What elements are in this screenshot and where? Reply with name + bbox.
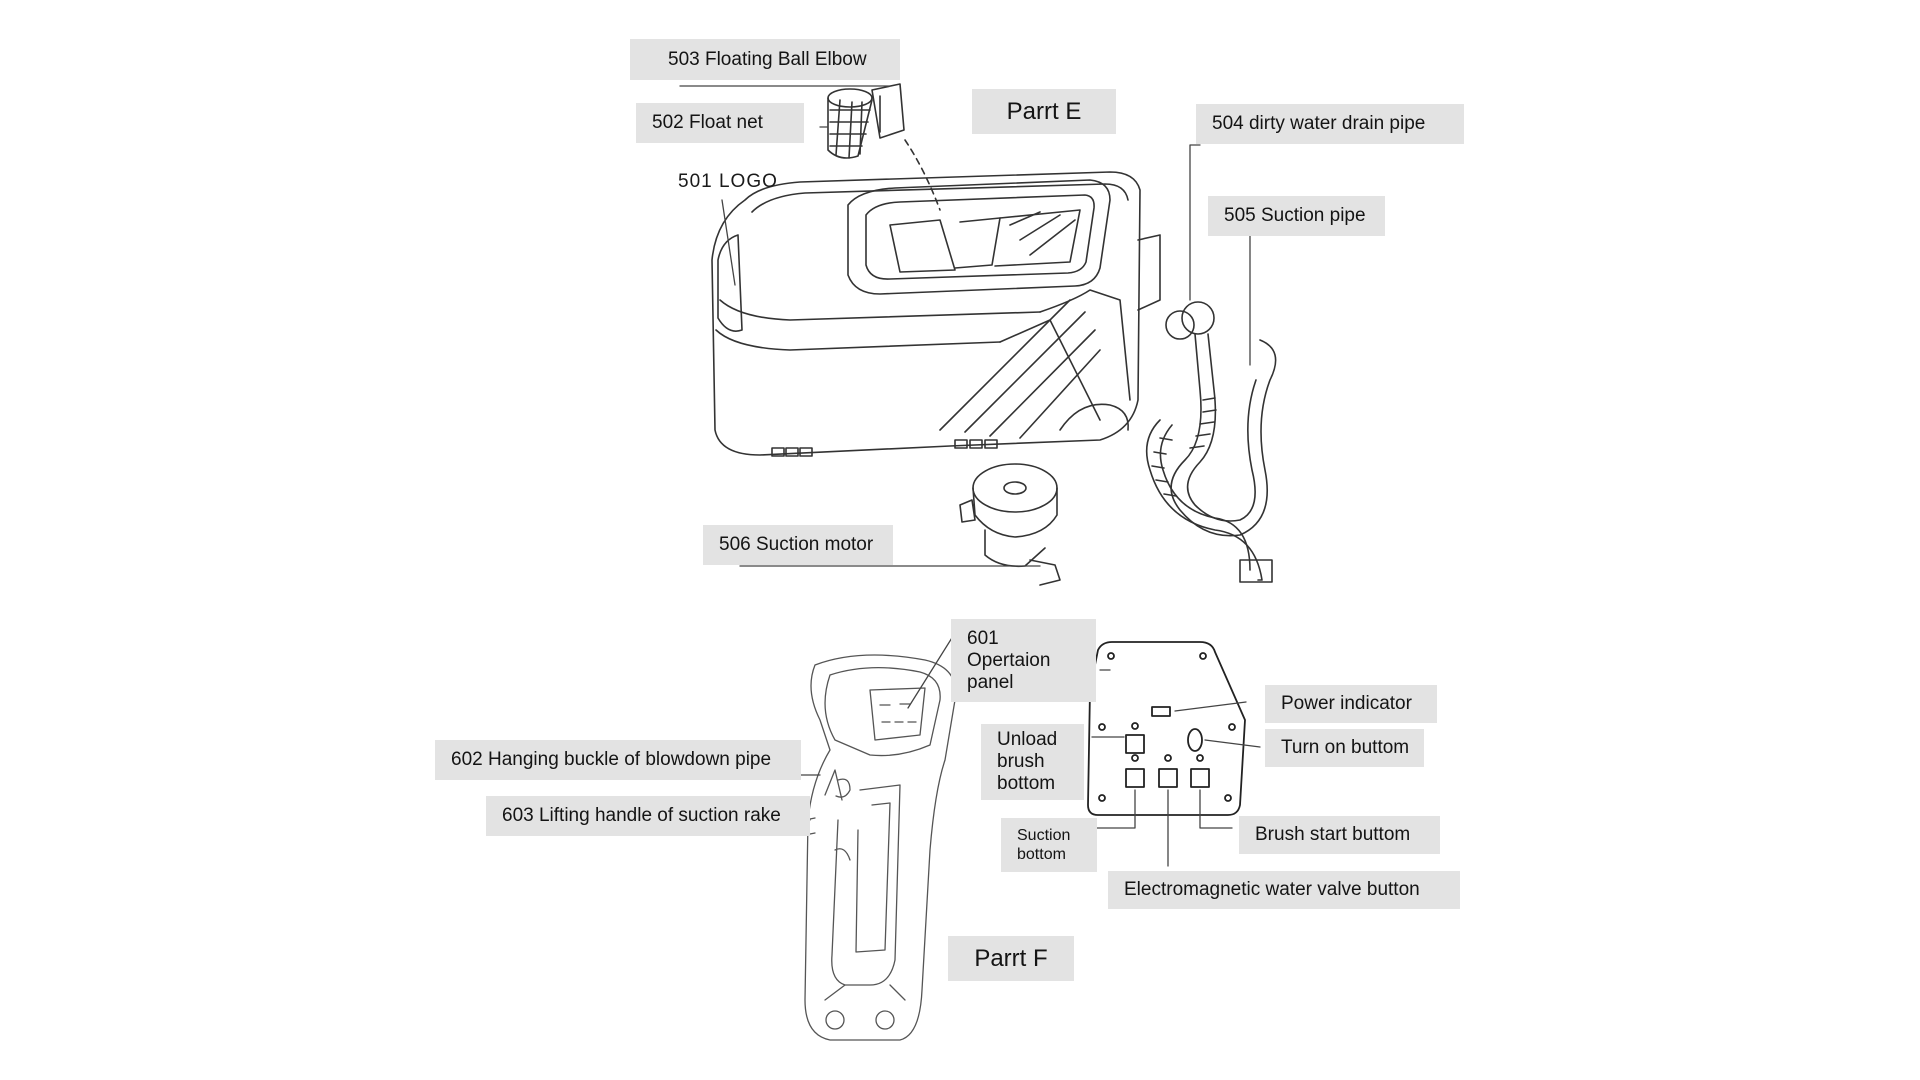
part-f-title: Parrt F bbox=[948, 936, 1074, 981]
label-suction-pipe: 505 Suction pipe bbox=[1208, 196, 1385, 236]
label-suction-button: Suction bottom bbox=[1001, 818, 1097, 872]
label-operation-panel-line3: panel bbox=[967, 671, 1014, 693]
label-operation-panel-line2: Opertaion bbox=[967, 649, 1051, 671]
float-net-drawing bbox=[827, 83, 941, 211]
label-operation-panel-line1: 601 bbox=[967, 627, 999, 649]
label-unload-brush-button-line2: brush bbox=[997, 751, 1045, 772]
part-e-title: Parrt E bbox=[972, 89, 1116, 134]
label-suction-button-line2: bottom bbox=[1017, 846, 1066, 863]
operation-handle-drawing bbox=[804, 654, 957, 1041]
suction-motor-drawing bbox=[959, 463, 1061, 586]
label-operation-panel: 601 Opertaion panel bbox=[951, 619, 1096, 702]
label-logo: 501 LOGO bbox=[678, 171, 778, 192]
label-unload-brush-button-line3: bottom bbox=[997, 773, 1056, 794]
label-electromagnetic-water-valve-button: Electromagnetic water valve button bbox=[1108, 871, 1460, 909]
label-lifting-handle-suction-rake: 603 Lifting handle of suction rake bbox=[486, 796, 810, 836]
label-floating-ball-elbow: 503 Floating Ball Elbow bbox=[630, 39, 900, 80]
label-suction-motor: 506 Suction motor bbox=[703, 525, 893, 565]
label-brush-start-button: Brush start buttom bbox=[1239, 816, 1440, 854]
label-turn-on-button: Turn on buttom bbox=[1265, 729, 1424, 767]
label-suction-button-line1: Suction bbox=[1017, 827, 1071, 844]
machine-body-drawing bbox=[711, 171, 1161, 457]
label-hanging-buckle-blowdown-pipe: 602 Hanging buckle of blowdown pipe bbox=[435, 740, 801, 780]
label-dirty-water-drain-pipe: 504 dirty water drain pipe bbox=[1196, 104, 1464, 144]
label-unload-brush-button-line1: Unload bbox=[997, 729, 1058, 750]
label-power-indicator: Power indicator bbox=[1265, 685, 1437, 723]
suction-pipe-drawing bbox=[1145, 301, 1277, 583]
control-panel-drawing bbox=[1087, 641, 1246, 816]
label-float-net: 502 Float net bbox=[636, 103, 804, 143]
label-unload-brush-button: Unload brush bottom bbox=[981, 724, 1084, 800]
